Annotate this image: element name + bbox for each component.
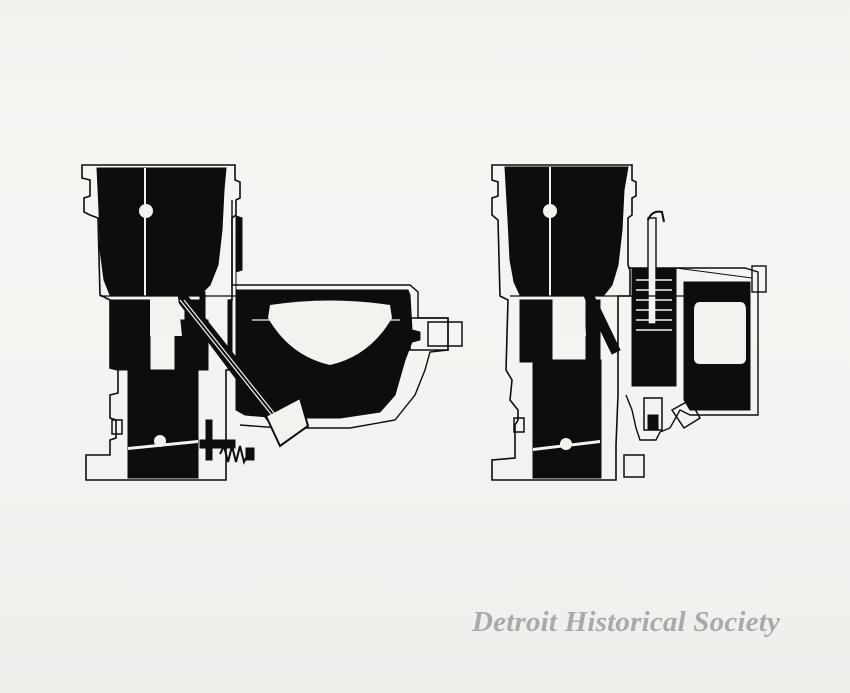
watermark-text: Detroit Historical Society (472, 606, 781, 638)
